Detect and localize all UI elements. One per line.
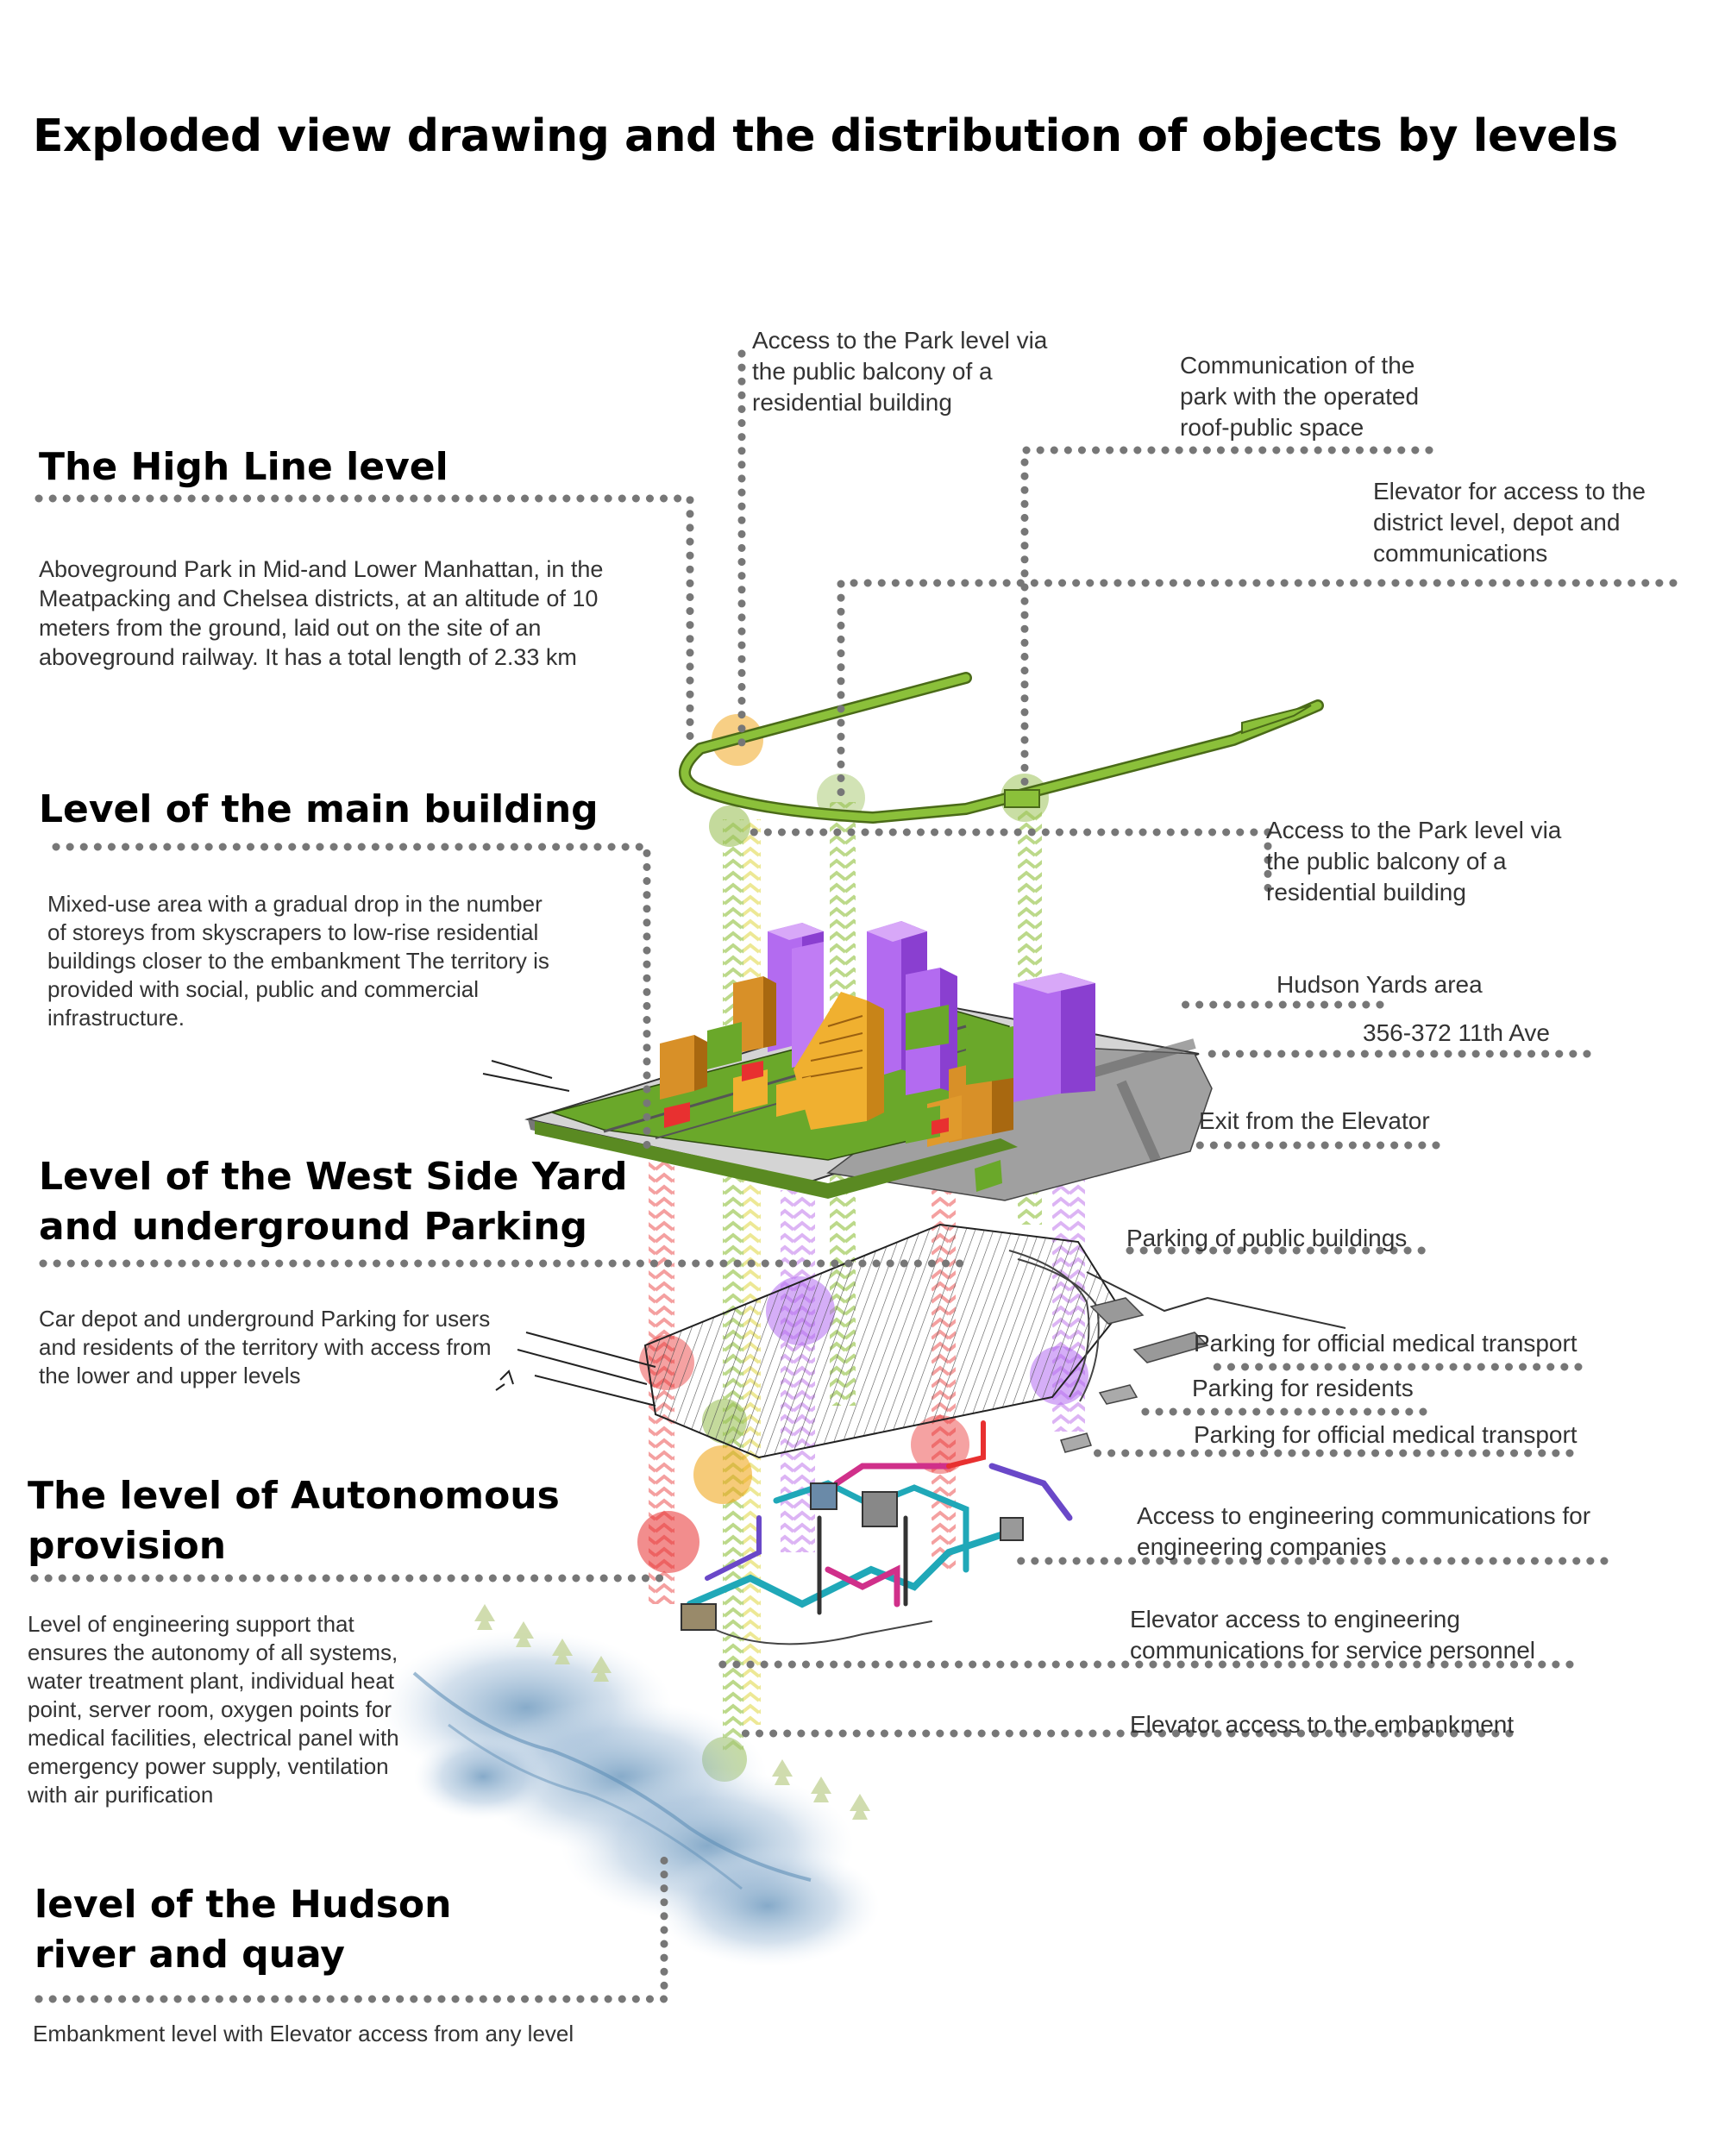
callout-parking-residents: Parking for residents [1192, 1375, 1414, 1401]
level-description-hudson-river: Embankment level with Elevator access fr… [33, 2021, 574, 2046]
level-description-high-line: Aboveground Park in Mid-and Lower Manhat… [39, 556, 604, 670]
callout-access-park-mid: Access to the Park level via the public … [1266, 817, 1562, 906]
hudson-river-quay [380, 1604, 880, 1966]
callout-elevator-district: Elevator for access to the district leve… [1373, 478, 1646, 567]
leader-lines [30, 349, 1678, 2003]
callout-elevator-embankment: Elevator access to the embankment [1130, 1711, 1515, 1738]
level-title-west-side-yard: Level of the West Side Yard and undergro… [39, 1155, 628, 1249]
callout-access-park-top: Access to the Park level via the public … [752, 327, 1048, 416]
level-description-west-side-yard: Car depot and underground Parking for us… [39, 1306, 492, 1388]
callout-parking-public: Parking of public buildings [1126, 1225, 1408, 1251]
callout-parking-medical-1: Parking for official medical transport [1194, 1330, 1578, 1357]
callout-access-engineering: Access to engineering communications for… [1137, 1502, 1591, 1560]
callout-hudson-yards: Hudson Yards area [1276, 971, 1483, 998]
buildings [660, 921, 1095, 1147]
level-description-autonomous-provision: Level of engineering support that ensure… [28, 1611, 399, 1808]
callout-elevator-engineering: Elevator access to engineering communica… [1130, 1606, 1535, 1664]
engineering-systems [681, 1420, 1073, 1645]
callout-communication-roof: Communication of the park with the opera… [1180, 352, 1420, 441]
callout-address: 356-372 11th Ave [1363, 1019, 1550, 1046]
callout-parking-medical-2: Parking for official medical transport [1194, 1421, 1578, 1448]
callout-exit-elevator: Exit from the Elevator [1199, 1107, 1430, 1134]
high-line-park [679, 672, 1324, 824]
page-title: Exploded view drawing and the distributi… [33, 110, 1618, 162]
level-title-main-building: Level of the main building [39, 787, 599, 831]
level-title-high-line: The High Line level [39, 445, 448, 489]
west-side-yard-level [495, 1223, 1346, 1459]
level-title-hudson-river: level of the Hudson river and quay [34, 1883, 452, 1977]
level-description-main-building: Mixed-use area with a gradual drop in th… [47, 891, 549, 1031]
level-title-autonomous-provision: The level of Autonomous provision [28, 1474, 560, 1568]
